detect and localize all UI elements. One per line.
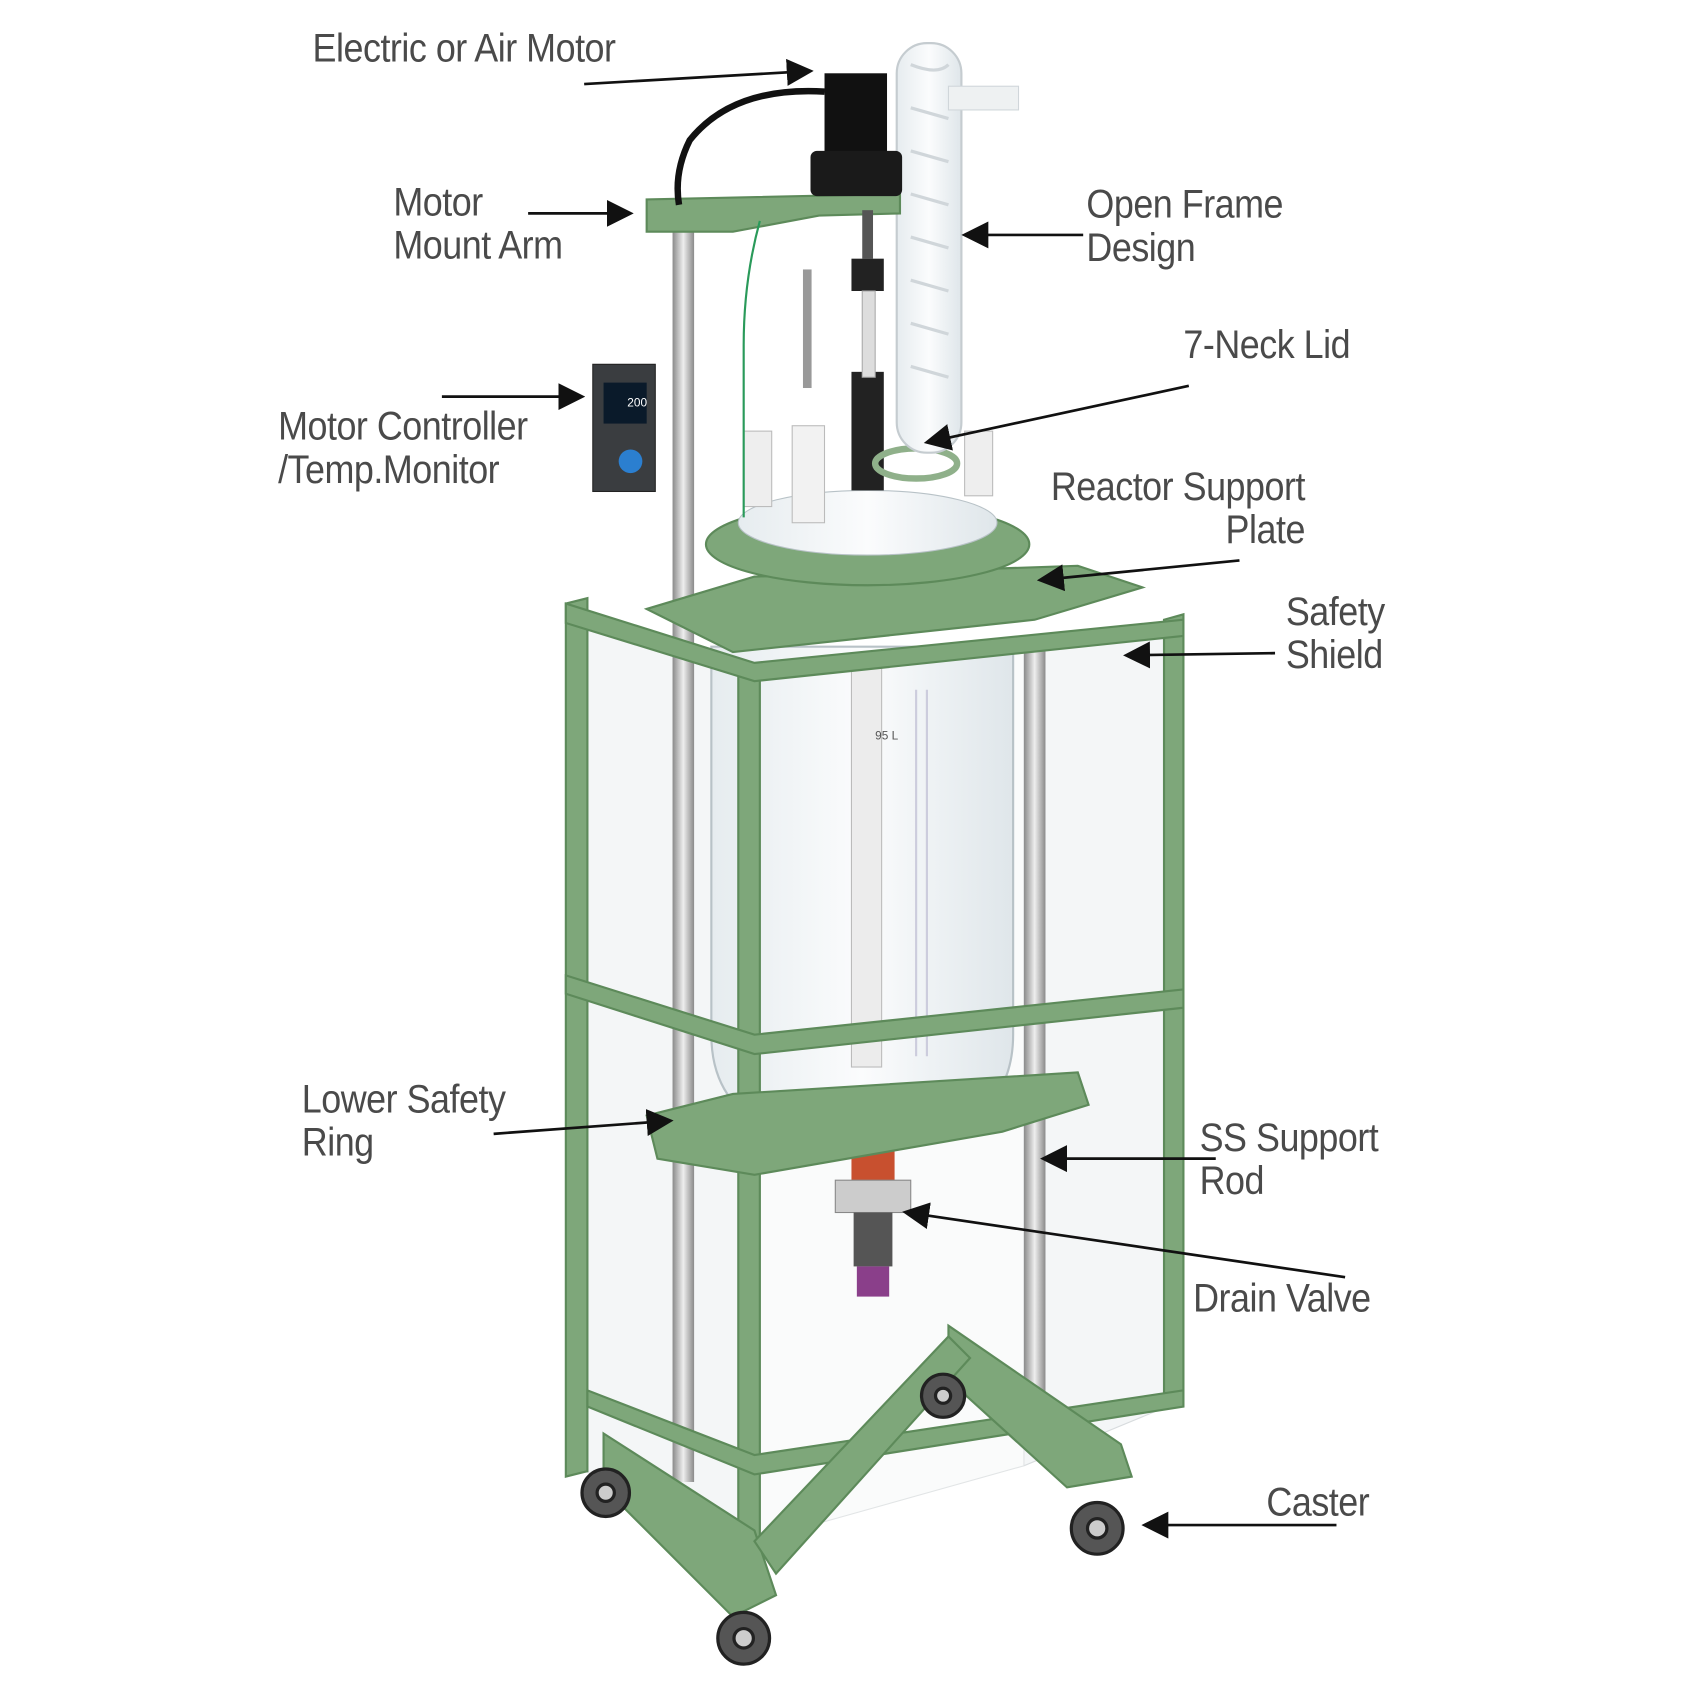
label-line: Reactor Support: [1050, 464, 1306, 509]
label-line: Plate: [1225, 507, 1306, 552]
support-plate-arrow: [1036, 559, 1240, 592]
label-line: Shield: [1285, 632, 1383, 677]
label-neck-lid: 7-Neck Lid: [1183, 322, 1351, 367]
label-mount-arm: Motor Mount Arm: [393, 179, 563, 268]
label-line: /Temp.Monitor: [278, 447, 500, 492]
label-line: Open Frame: [1086, 182, 1284, 227]
motor-controller: 200: [592, 363, 656, 493]
label-line: Motor: [393, 179, 483, 225]
label-open-frame: Open Frame Design: [1086, 183, 1283, 269]
label-line: Rod: [1199, 1158, 1265, 1203]
neck-lid-arrow: [923, 384, 1190, 451]
label-line: SS Support: [1199, 1115, 1379, 1160]
leader-lines: [441, 58, 1346, 1539]
label-support-plate: Reactor Support Plate: [1050, 464, 1306, 552]
label-line: Motor Controller: [278, 404, 528, 449]
caster: [580, 1372, 1125, 1666]
condenser: [895, 42, 1020, 454]
label-line: Safety: [1285, 589, 1385, 634]
lower-ring-arrow: [493, 1109, 674, 1136]
volume-label: 95 L: [875, 728, 898, 742]
motor-arrow: [584, 58, 814, 86]
controller-display: 200: [627, 395, 647, 409]
label-caster: Caster: [1266, 1479, 1370, 1525]
drain-valve-arrow: [902, 1202, 1346, 1279]
label-controller: Motor Controller /Temp.Monitor: [278, 405, 528, 491]
electric-motor: [674, 73, 903, 518]
label-motor: Electric or Air Motor: [312, 25, 616, 71]
label-drain-valve: Drain Valve: [1193, 1276, 1371, 1321]
label-safety-shield: Safety Shield: [1285, 589, 1385, 677]
label-line: Lower Safety: [301, 1076, 506, 1121]
label-support-rod: SS Support Rod: [1199, 1115, 1379, 1203]
seven-neck-lid: [704, 371, 1031, 587]
label-line: Ring: [301, 1119, 374, 1165]
safety-shield-arrow: [1123, 641, 1276, 669]
label-line: Design: [1086, 225, 1196, 270]
label-line: Mount Arm: [393, 223, 563, 268]
label-lower-ring: Lower Safety Ring: [301, 1076, 506, 1165]
green-frame: [564, 564, 1185, 1619]
